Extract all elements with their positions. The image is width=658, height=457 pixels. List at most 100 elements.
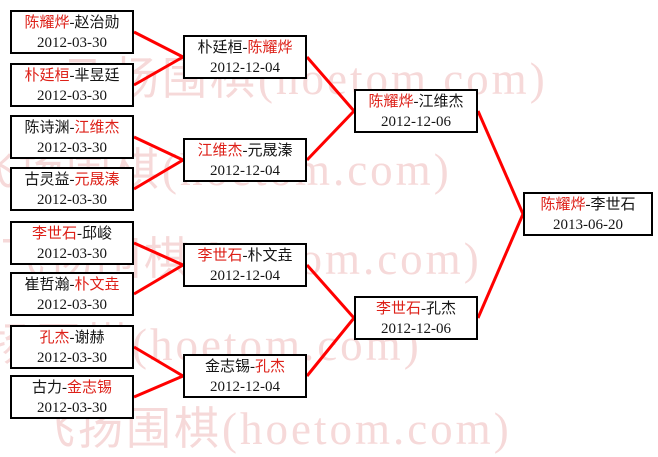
player-name: 元晟溱: [247, 143, 293, 159]
player-name: 元晟溱: [74, 172, 120, 188]
connector-line: [133, 158, 184, 191]
match-players: 古灵益-元晟溱: [12, 170, 132, 190]
connector-line: [305, 317, 356, 377]
vs-separator: -: [77, 226, 82, 242]
player-name: 李世石: [31, 226, 77, 242]
match-date: 2012-12-04: [210, 60, 280, 76]
match-date: 2012-12-06: [381, 321, 451, 337]
vs-separator: -: [242, 40, 248, 56]
match-date: 2012-12-04: [210, 379, 280, 395]
match-box-final: 陈耀烨-李世石 2013-06-20: [523, 192, 653, 236]
match-box-round1-5: 李世石-邱峻 2012-03-30: [10, 221, 134, 265]
connector-line: [305, 109, 356, 162]
match-box-round1-4: 古灵益-元晟溱 2012-03-30: [10, 167, 134, 211]
connector-line: [133, 55, 184, 87]
player-name: 孔杰: [255, 359, 286, 375]
player-name: 朴廷桓: [24, 68, 70, 84]
match-box-round1-6: 崔哲瀚-朴文垚 2012-03-30: [10, 272, 134, 316]
match-players: 陈耀烨-赵治勋: [12, 13, 132, 33]
connector-line: [133, 135, 184, 162]
vs-separator: -: [69, 120, 75, 136]
player-name: 李世石: [590, 197, 636, 213]
match-players: 朴廷桓-芈昱廷: [12, 66, 132, 86]
player-name: 邱峻: [82, 226, 113, 242]
player-name: 江维杰: [418, 94, 464, 110]
match-players: 李世石-朴文垚: [185, 246, 305, 266]
match-date: 2012-03-30: [37, 400, 107, 416]
match-players: 崔哲瀚-朴文垚: [12, 275, 132, 295]
connector-line: [476, 110, 525, 215]
match-players: 陈耀烨-李世石: [525, 195, 651, 215]
player-name: 陈诗渊: [24, 120, 70, 136]
match-box-semifinal-2: 李世石-孔杰 2012-12-06: [354, 296, 478, 340]
player-name: 崔哲瀚: [24, 277, 70, 293]
player-name: 陈耀烨: [368, 94, 414, 110]
connector-line: [133, 374, 184, 399]
player-name: 李世石: [375, 301, 421, 317]
player-name: 赵治勋: [74, 15, 120, 31]
match-date: 2012-03-30: [37, 246, 107, 262]
match-date: 2012-03-30: [37, 350, 107, 366]
match-date: 2012-03-30: [37, 140, 107, 156]
match-box-round2-3: 李世石-朴文垚 2012-12-04: [183, 243, 307, 287]
match-players: 古力-金志锡: [12, 378, 132, 398]
player-name: 金志锡: [67, 380, 113, 396]
match-box-round1-7: 孔杰-谢赫 2012-03-30: [10, 325, 134, 369]
player-name: 陈耀烨: [24, 15, 70, 31]
match-box-round1-1: 陈耀烨-赵治勋 2012-03-30: [10, 10, 134, 54]
match-players: 朴廷桓-陈耀烨: [185, 38, 305, 58]
match-box-round2-1: 朴廷桓-陈耀烨 2012-12-04: [183, 35, 307, 79]
connector-line: [133, 30, 184, 59]
match-players: 金志锡-孔杰: [185, 357, 305, 377]
match-date: 2012-12-04: [210, 268, 280, 284]
vs-separator: -: [421, 301, 426, 317]
player-name: 谢赫: [74, 330, 105, 346]
vs-separator: -: [69, 68, 75, 84]
player-name: 古灵益: [24, 172, 70, 188]
player-name: 金志锡: [204, 359, 250, 375]
match-box-round1-8: 古力-金志锡 2012-03-30: [10, 375, 134, 419]
match-date: 2012-12-06: [381, 114, 451, 130]
match-box-semifinal-1: 陈耀烨-江维杰 2012-12-06: [354, 89, 478, 133]
vs-separator: -: [69, 330, 75, 346]
vs-separator: -: [69, 15, 75, 31]
vs-separator: -: [69, 277, 75, 293]
player-name: 朴文垚: [247, 248, 293, 264]
match-box-round2-4: 金志锡-孔杰 2012-12-04: [183, 354, 307, 398]
match-players: 江维杰-元晟溱: [185, 141, 305, 161]
connector-line: [133, 241, 184, 267]
player-name: 朴文垚: [74, 277, 120, 293]
match-date: 2012-03-30: [37, 88, 107, 104]
player-name: 江维杰: [74, 120, 120, 136]
match-date: 2012-12-04: [210, 163, 280, 179]
connector-line: [133, 345, 184, 378]
player-name: 古力: [31, 380, 62, 396]
player-name: 孔杰: [426, 301, 457, 317]
vs-separator: -: [242, 248, 248, 264]
connector-line: [305, 56, 356, 112]
player-name: 陈耀烨: [247, 40, 293, 56]
vs-separator: -: [585, 197, 591, 213]
match-date: 2012-03-30: [37, 192, 107, 208]
match-players: 陈耀烨-江维杰: [356, 92, 476, 112]
vs-separator: -: [69, 172, 75, 188]
match-players: 孔杰-谢赫: [12, 328, 132, 348]
connector-line: [133, 263, 184, 296]
match-box-round1-3: 陈诗渊-江维杰 2012-03-30: [10, 115, 134, 159]
match-box-round1-2: 朴廷桓-芈昱廷 2012-03-30: [10, 63, 134, 107]
vs-separator: -: [413, 94, 419, 110]
match-box-round2-2: 江维杰-元晟溱 2012-12-04: [183, 138, 307, 182]
connector-lines: [133, 30, 525, 399]
vs-separator: -: [242, 143, 248, 159]
player-name: 江维杰: [197, 143, 243, 159]
match-date: 2012-03-30: [37, 35, 107, 51]
connector-line: [305, 264, 356, 319]
player-name: 孔杰: [39, 330, 70, 346]
match-players: 李世石-孔杰: [356, 299, 476, 319]
player-name: 李世石: [197, 248, 243, 264]
match-date: 2012-03-30: [37, 297, 107, 313]
match-players: 陈诗渊-江维杰: [12, 118, 132, 138]
player-name: 芈昱廷: [74, 68, 120, 84]
player-name: 陈耀烨: [540, 197, 586, 213]
connector-line: [476, 213, 525, 319]
